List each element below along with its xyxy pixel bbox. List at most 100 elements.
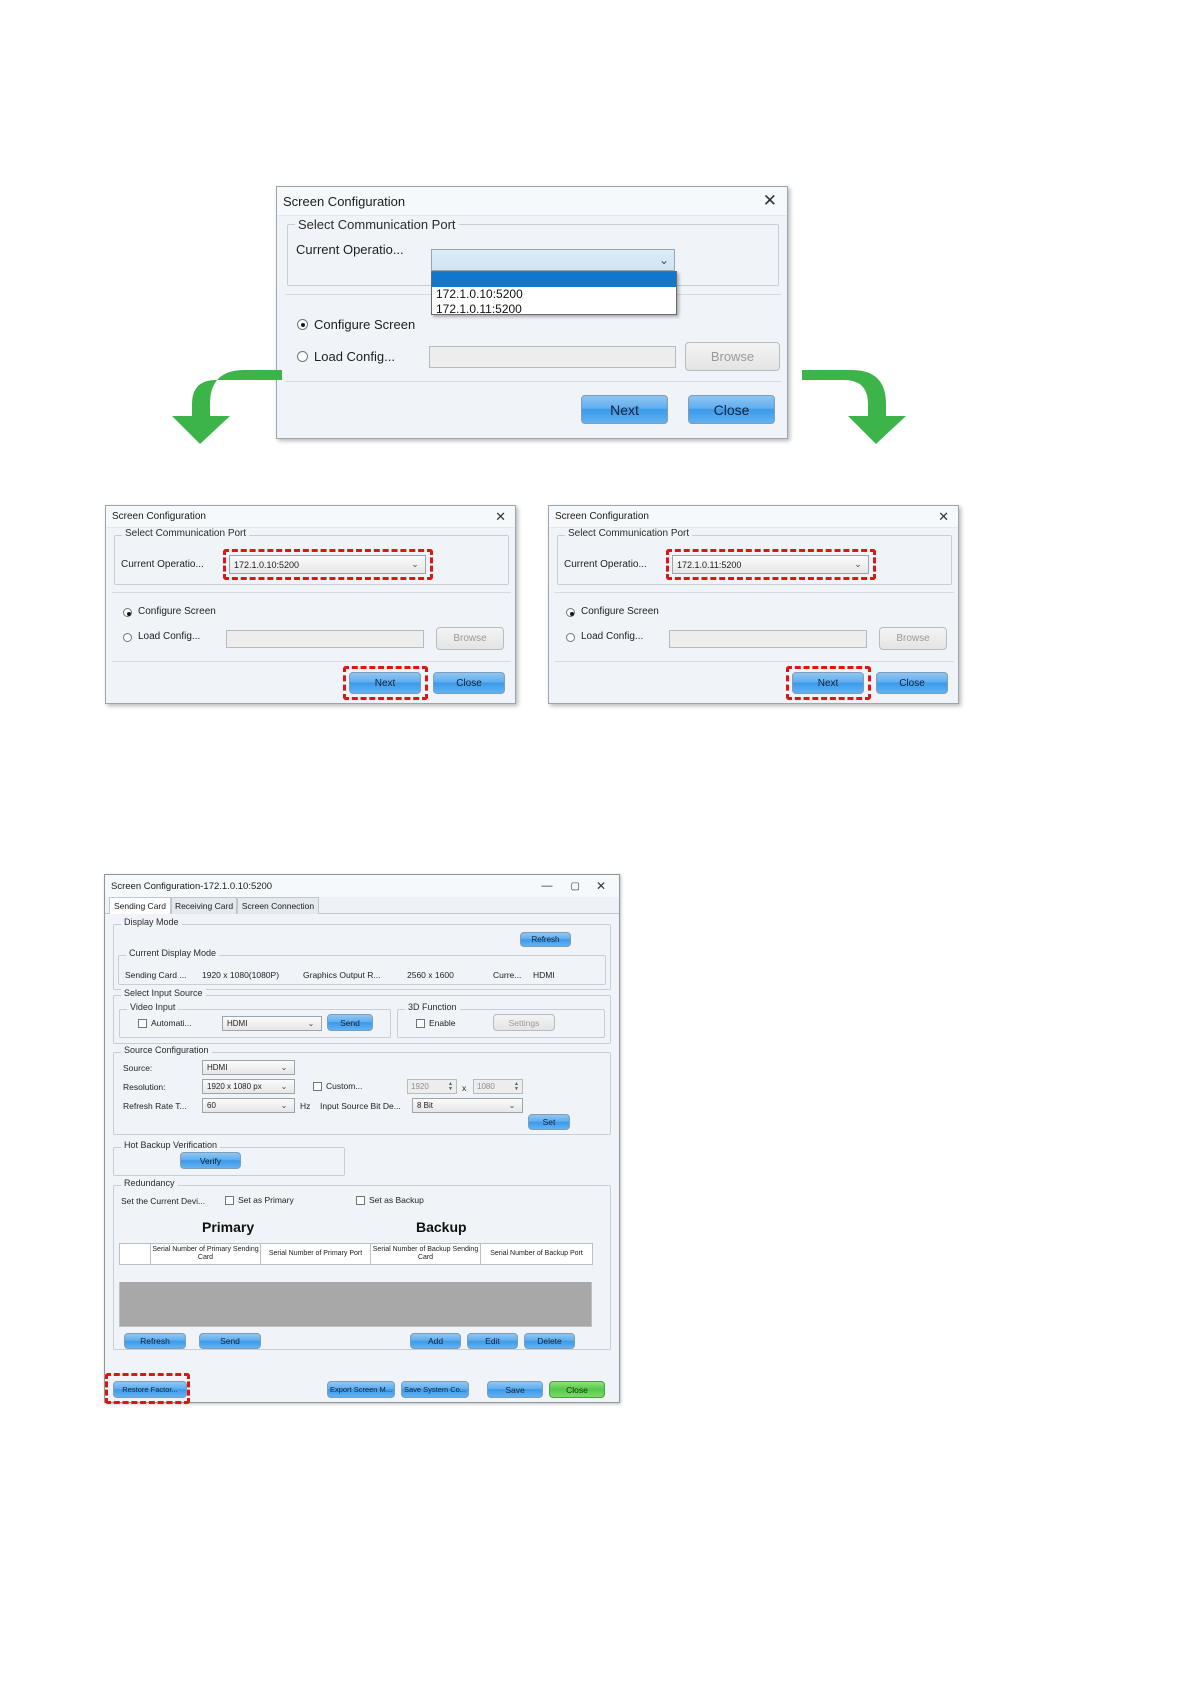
source-combo[interactable]: HDMI ⌄ bbox=[202, 1060, 295, 1075]
close-icon[interactable]: ✕ bbox=[938, 508, 949, 524]
tab-receiving-card[interactable]: Receiving Card bbox=[171, 897, 237, 914]
column-header-primary-port[interactable]: Serial Number of Primary Port bbox=[260, 1242, 371, 1266]
primary-caption: Primary bbox=[202, 1219, 255, 1235]
redundancy-group: Redundancy bbox=[113, 1178, 611, 1350]
three-d-settings-button[interactable]: Settings bbox=[493, 1014, 555, 1031]
column-header-backup-port[interactable]: Serial Number of Backup Port bbox=[480, 1242, 593, 1266]
configure-screen-label: Configure Screen bbox=[581, 606, 659, 617]
set-current-device-label: Set the Current Devi... bbox=[121, 1196, 206, 1206]
radio-dot bbox=[297, 319, 308, 330]
load-config-path-input[interactable] bbox=[226, 630, 424, 648]
custom-height-stepper[interactable]: 1080 ▲▼ bbox=[473, 1079, 523, 1094]
next-button[interactable]: Next bbox=[792, 672, 864, 694]
close-icon[interactable]: ✕ bbox=[595, 879, 606, 893]
group-label: Select Communication Port bbox=[122, 528, 250, 539]
tab-sending-card[interactable]: Sending Card bbox=[109, 897, 171, 914]
combo-value: HDMI bbox=[207, 1063, 228, 1072]
dialog-title: Screen Configuration bbox=[112, 511, 206, 522]
checkbox-box bbox=[138, 1019, 147, 1028]
radio-dot bbox=[123, 633, 132, 642]
divider bbox=[112, 661, 511, 662]
custom-width-stepper[interactable]: 1920 ▲▼ bbox=[407, 1079, 457, 1094]
browse-button[interactable]: Browse bbox=[436, 627, 504, 650]
load-config-path-input[interactable] bbox=[669, 630, 867, 648]
load-config-path-input[interactable] bbox=[429, 346, 676, 368]
video-input-combo[interactable]: HDMI ⌄ bbox=[222, 1016, 322, 1031]
next-button[interactable]: Next bbox=[349, 672, 421, 694]
redundancy-refresh-button[interactable]: Refresh bbox=[124, 1333, 186, 1349]
radio-dot bbox=[123, 608, 132, 617]
screen-configuration-main-window: Screen Configuration-172.1.0.10:5200 — ▢… bbox=[104, 874, 620, 1403]
browse-button[interactable]: Browse bbox=[879, 627, 947, 650]
verify-button[interactable]: Verify bbox=[180, 1152, 241, 1169]
tab-screen-connection[interactable]: Screen Connection bbox=[237, 897, 319, 914]
dropdown-option-blank[interactable] bbox=[432, 272, 676, 287]
screen-configuration-dialog-right: Screen Configuration ✕ Select Communicat… bbox=[548, 505, 959, 704]
close-main-button[interactable]: Close bbox=[549, 1381, 605, 1398]
stepper-arrows-icon[interactable]: ▲▼ bbox=[514, 1080, 519, 1092]
three-d-function-label: 3D Function bbox=[405, 1002, 460, 1012]
redundancy-delete-button[interactable]: Delete bbox=[524, 1333, 575, 1349]
column-header-backup-sending-card[interactable]: Serial Number of Backup Sending Card bbox=[370, 1242, 481, 1266]
video-input-label: Video Input bbox=[127, 1002, 179, 1012]
checkbox-box bbox=[225, 1196, 234, 1205]
maximize-icon[interactable]: ▢ bbox=[570, 880, 580, 892]
column-header-index[interactable] bbox=[119, 1242, 151, 1266]
communication-port-combo[interactable]: ⌄ bbox=[431, 249, 675, 271]
restore-factory-button[interactable]: Restore Factor... bbox=[113, 1381, 187, 1398]
close-icon[interactable]: ✕ bbox=[762, 191, 777, 210]
close-button[interactable]: Close bbox=[876, 672, 948, 694]
dialog-title: Screen Configuration bbox=[283, 193, 406, 209]
divider bbox=[555, 592, 954, 593]
dropdown-option-1[interactable]: 172.1.0.10:5200 bbox=[436, 287, 523, 301]
automatic-label: Automati... bbox=[151, 1018, 192, 1028]
table-header-row: Serial Number of Primary Sending Card Se… bbox=[119, 1242, 593, 1266]
sending-card-resolution-value: 1920 x 1080(1080P) bbox=[202, 970, 280, 980]
send-input-source-button[interactable]: Send bbox=[327, 1014, 373, 1031]
next-button[interactable]: Next bbox=[581, 395, 668, 424]
close-button[interactable]: Close bbox=[688, 395, 775, 424]
browse-button[interactable]: Browse bbox=[685, 342, 780, 371]
checkbox-box bbox=[416, 1019, 425, 1028]
resolution-combo[interactable]: 1920 x 1080 px ⌄ bbox=[202, 1079, 295, 1094]
enable-label: Enable bbox=[429, 1018, 456, 1028]
bit-depth-combo[interactable]: 8 Bit ⌄ bbox=[412, 1098, 523, 1113]
three-d-function-group: 3D Function bbox=[397, 1002, 605, 1038]
refresh-rate-label: Refresh Rate T... bbox=[123, 1101, 187, 1111]
close-button[interactable]: Close bbox=[433, 672, 505, 694]
current-operation-label: Current Operatio... bbox=[121, 559, 204, 570]
save-button[interactable]: Save bbox=[487, 1381, 543, 1398]
current-source-label: Curre... bbox=[493, 970, 522, 980]
export-screen-button[interactable]: Export Screen M... bbox=[327, 1381, 395, 1398]
save-system-config-button[interactable]: Save System Co... bbox=[401, 1381, 469, 1398]
dialog-title: Screen Configuration bbox=[555, 511, 649, 522]
redundancy-edit-button[interactable]: Edit bbox=[467, 1333, 518, 1349]
group-label: Select Communication Port bbox=[295, 217, 459, 232]
current-operation-label: Current Operatio... bbox=[564, 559, 647, 570]
display-mode-group: Display Mode bbox=[113, 917, 611, 990]
column-header-primary-sending-card[interactable]: Serial Number of Primary Sending Card bbox=[150, 1242, 261, 1266]
configure-screen-label: Configure Screen bbox=[314, 317, 416, 332]
set-source-button[interactable]: Set bbox=[528, 1114, 570, 1130]
communication-port-combo[interactable]: 172.1.0.10:5200 ⌄ bbox=[229, 555, 426, 574]
communication-port-combo[interactable]: 172.1.0.11:5200 ⌄ bbox=[672, 555, 869, 574]
combo-value: 60 bbox=[207, 1101, 216, 1110]
stepper-arrows-icon[interactable]: ▲▼ bbox=[448, 1080, 453, 1092]
hot-backup-label: Hot Backup Verification bbox=[121, 1140, 221, 1150]
communication-port-dropdown[interactable]: 172.1.0.10:5200 172.1.0.11:5200 bbox=[431, 271, 677, 316]
refresh-display-mode-button[interactable]: Refresh bbox=[520, 932, 571, 947]
redundancy-add-button[interactable]: Add bbox=[410, 1333, 461, 1349]
refresh-rate-combo[interactable]: 60 ⌄ bbox=[202, 1098, 295, 1113]
divider bbox=[285, 381, 781, 382]
current-display-mode-group: Current Display Mode bbox=[118, 948, 606, 985]
screen-configuration-dialog-open: Screen Configuration ✕ Select Communicat… bbox=[276, 186, 788, 439]
redundancy-send-button[interactable]: Send bbox=[199, 1333, 261, 1349]
dropdown-option-2[interactable]: 172.1.0.11:5200 bbox=[436, 302, 522, 316]
chevron-down-icon: ⌄ bbox=[658, 253, 670, 267]
hz-label: Hz bbox=[300, 1101, 311, 1111]
close-icon[interactable]: ✕ bbox=[495, 508, 506, 524]
video-input-group: Video Input bbox=[119, 1002, 391, 1038]
redundancy-table-body[interactable] bbox=[119, 1282, 592, 1327]
chevron-down-icon: ⌄ bbox=[411, 559, 419, 569]
minimize-icon[interactable]: — bbox=[541, 880, 553, 892]
